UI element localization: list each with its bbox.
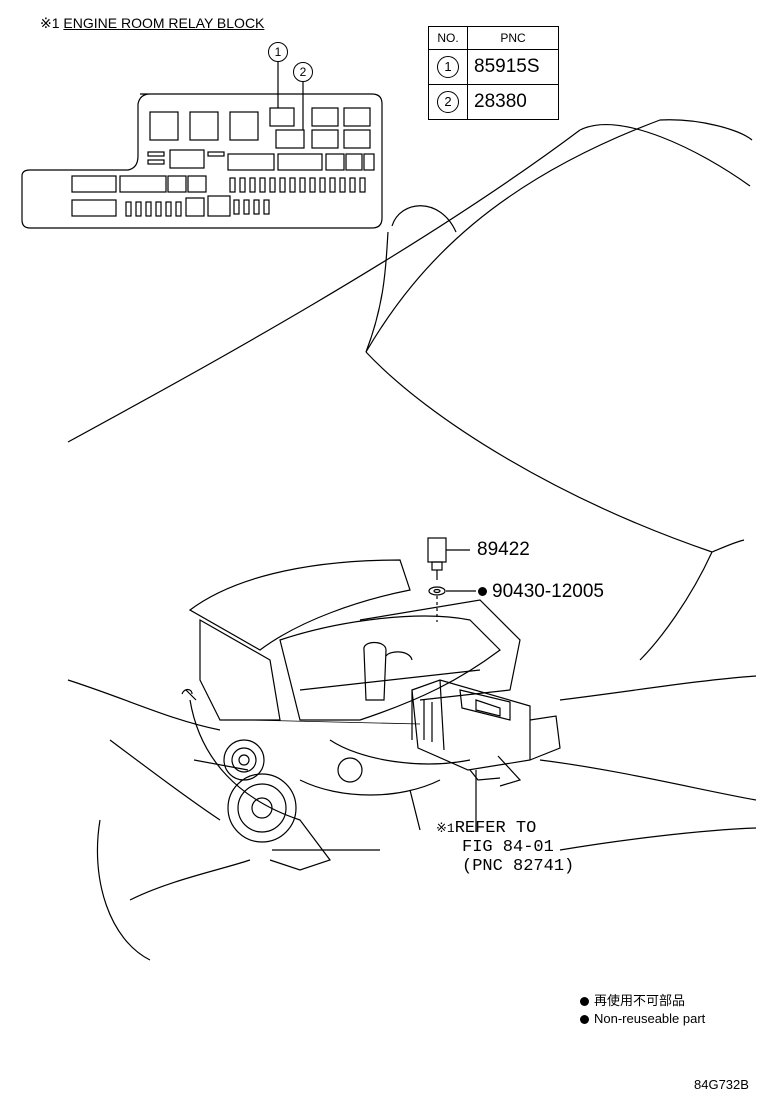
part-number-sensor: 89422 [477,539,530,560]
reference-note-mark: ※1 [436,821,455,836]
figure-code: 84G732B [694,1077,749,1092]
reference-mark: ※1 [40,15,60,31]
legend-japanese: 再使用不可部品 [580,994,685,1007]
row-number: 1 [437,56,459,78]
relay-block-slots [71,107,375,217]
relay-box-drawing [411,679,561,787]
table-row: 1 85915S [428,49,559,85]
reference-note-line3: (PNC 82741) [462,857,575,876]
part-number-gasket-text: 90430-12005 [492,581,604,602]
pnc-table: NO. PNC 1 85915S 2 28380 [428,26,559,120]
relay-block-outline [21,93,383,229]
pnc-table-header: NO. PNC [428,26,559,50]
legend-dot-icon [580,1015,589,1025]
reference-note-text-1: REFER TO [454,819,537,838]
hood-outline [67,119,757,961]
legend-english-text: Non-reuseable part [594,1011,706,1026]
part-number-gasket: 90430-12005 [478,582,604,601]
reference-note-line1: ※1REFER TO [436,820,536,837]
legend-english: Non-reuseable part [580,1012,705,1025]
gasket-drawing [428,586,476,622]
relay-block-title-text: ENGINE ROOM RELAY BLOCK [63,15,265,31]
legend-dot-icon [580,997,589,1007]
header-no: NO. [428,26,468,50]
fuse-row-bottom [125,199,270,217]
reference-note-line2: FIG 84-01 [462,838,554,857]
non-reusable-dot-icon [478,587,487,597]
callout-2: 2 [293,62,313,82]
table-row: 2 28380 [428,84,559,120]
header-pnc: PNC [467,26,559,50]
callout-1: 1 [268,42,288,62]
row-pnc: 28380 [467,84,559,120]
legend-japanese-text: 再使用不可部品 [594,993,686,1008]
engine-drawing [181,559,521,871]
sensor-89422-drawing [427,537,470,580]
row-pnc: 85915S [467,49,559,85]
fuse-row-top [229,177,366,193]
relay-block-title: ※1 ENGINE ROOM RELAY BLOCK [40,16,264,30]
row-number: 2 [437,91,459,113]
